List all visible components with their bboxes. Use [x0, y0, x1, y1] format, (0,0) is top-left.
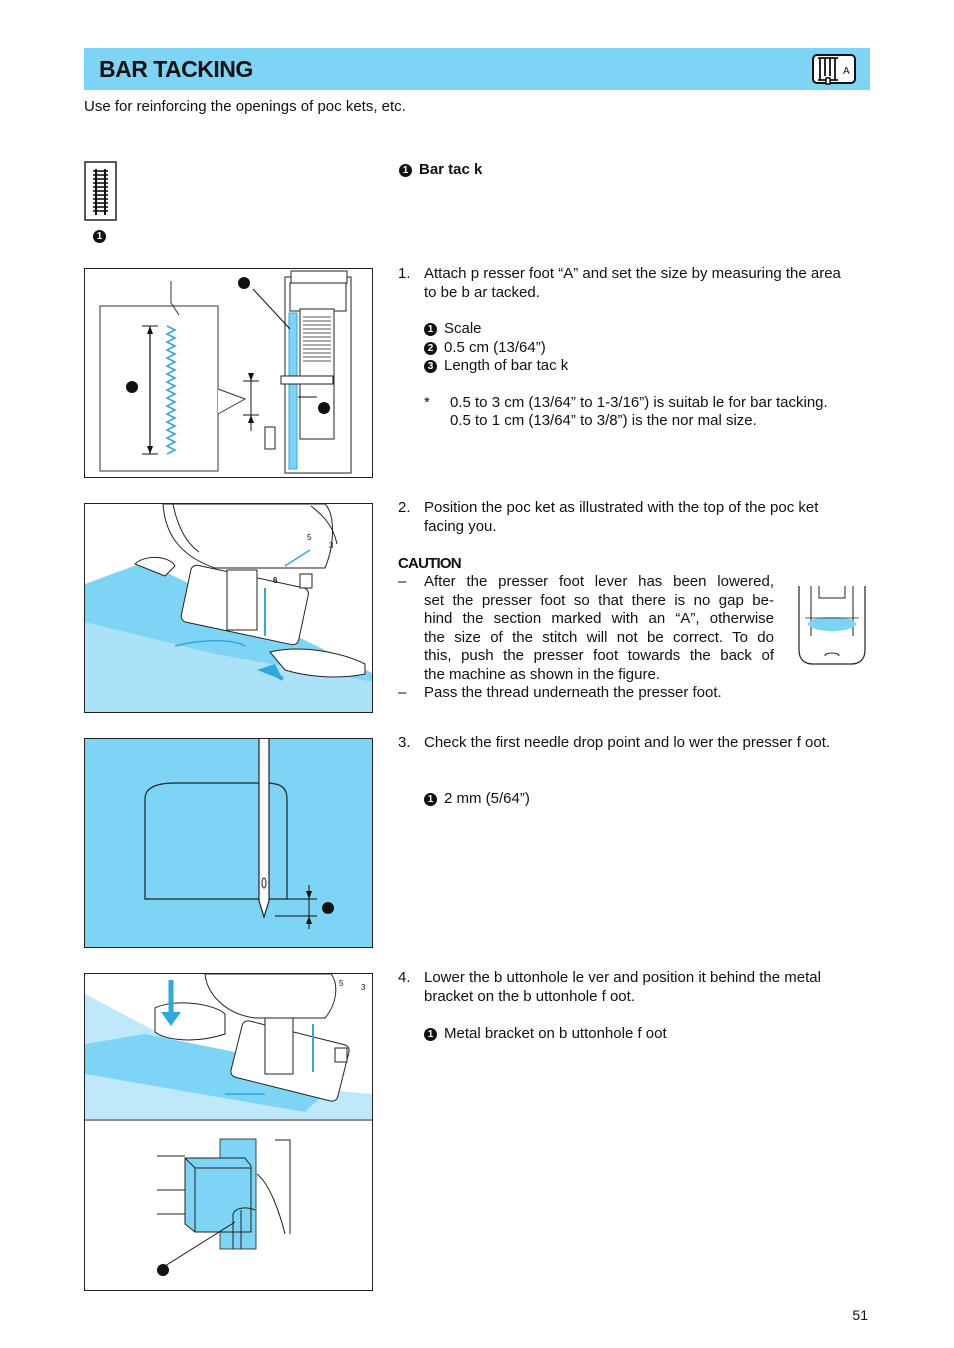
stitch-legend-label: Bar tac k — [419, 161, 483, 178]
figure-measure-area — [84, 268, 373, 478]
step4-line2: bracket on the b uttonhole f oot. — [424, 988, 635, 1005]
step2-line1: 2.Position the poc ket as illustrated wi… — [398, 499, 819, 516]
dial-number-3: 3 — [361, 983, 366, 992]
step4-line1: 4.Lower the b uttonhole le ver and posit… — [398, 969, 821, 986]
step1-line1: 1.Attach p resser foot “A” and set the s… — [398, 265, 841, 282]
step2-line2: facing you. — [424, 518, 497, 535]
page-number: 51 — [852, 1307, 868, 1323]
icon-letter: A — [843, 66, 850, 77]
presser-foot-a-icon: A — [812, 54, 856, 85]
step1-line2: to be b ar tacked. — [424, 284, 540, 301]
dial-number-3: 3 — [329, 541, 334, 550]
caution-item-2: Pass the thread underneath the presser f… — [424, 684, 722, 701]
caution-item-1: After the presser foot lever has been lo… — [424, 573, 774, 683]
section-header: BAR TACKING A — [84, 48, 870, 90]
step1-note-star: * — [424, 394, 430, 411]
caution-dash-1: – — [398, 573, 407, 590]
caution-dash-2: – — [398, 684, 407, 701]
bar-tack-stitch-icon — [84, 161, 117, 221]
step1-note-line2: 0.5 to 1 cm (13/64” to 3/8”) is the nor … — [450, 412, 757, 429]
figure-position-pocket: 5 6 3 — [84, 503, 373, 713]
dial-number-6: 6 — [273, 576, 278, 585]
step1-note-line1: 0.5 to 3 cm (13/64” to 1-3/16”) is suita… — [450, 394, 828, 411]
dial-number-5: 5 — [339, 979, 344, 988]
intro-text: Use for reinforcing the openings of poc … — [84, 98, 406, 115]
caution-title: CAUTION — [398, 555, 462, 572]
figure-needle-drop — [84, 738, 373, 948]
figure-buttonhole-lever: 5 3 — [84, 973, 373, 1291]
step3-line1: 3.Check the first needle drop point and … — [398, 734, 831, 751]
presser-foot-detail-figure — [798, 586, 866, 665]
stitch-marker: 1 — [93, 227, 113, 246]
dial-number-5: 5 — [307, 533, 312, 542]
page-title: BAR TACKING — [99, 56, 253, 82]
